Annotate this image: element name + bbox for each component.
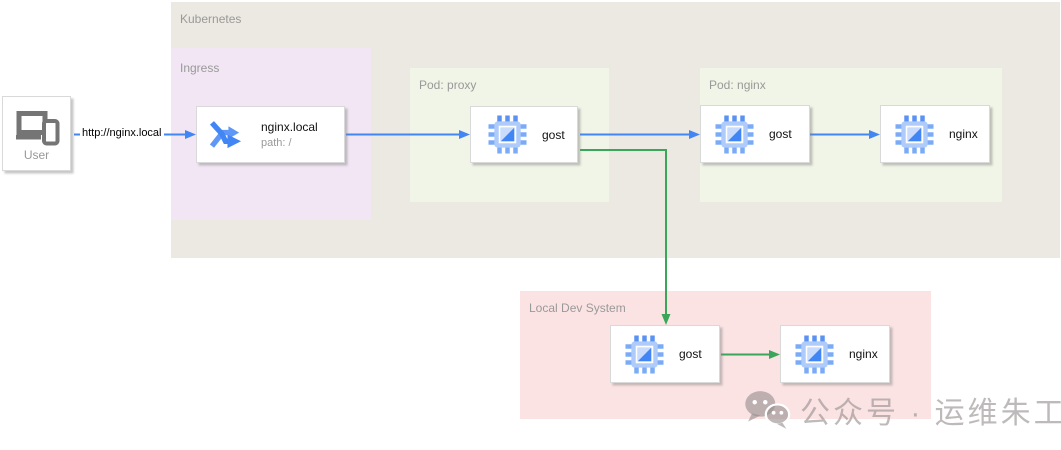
group-pod-proxy-label: Pod: proxy <box>419 78 477 92</box>
node-gost-proxy-label: gost <box>542 127 565 142</box>
chip-icon <box>625 335 664 374</box>
edge-label-http-nginx-local: http://nginx.local <box>80 127 164 139</box>
wechat-icon <box>744 390 791 430</box>
group-ingress-label: Ingress <box>180 61 220 75</box>
chip-icon <box>488 115 527 154</box>
ingress-rule-host: nginx.local <box>261 120 318 134</box>
node-user: User <box>2 96 71 171</box>
chip-icon <box>895 115 934 154</box>
watermark-text: 公众号 · 运维朱工 <box>800 397 1061 430</box>
devices-icon <box>14 110 60 146</box>
group-pod-nginx-label: Pod: nginx <box>709 78 766 92</box>
group-local-dev-label: Local Dev System <box>529 301 626 315</box>
node-gost-local: gost <box>610 325 720 383</box>
node-gost-pod-nginx: gost <box>700 105 810 163</box>
chip-icon <box>715 115 754 154</box>
node-nginx-local-label: nginx <box>849 347 878 361</box>
ingress-rule-text: nginx.local path: / <box>261 120 318 149</box>
node-ingress-rule: nginx.local path: / <box>196 106 345 163</box>
shuffle-icon <box>209 119 244 150</box>
node-gost-pod-nginx-label: gost <box>769 127 792 141</box>
watermark: 公众号 · 运维朱工 <box>744 388 1061 432</box>
node-nginx-pod-nginx-label: nginx <box>949 127 978 141</box>
group-kubernetes-label: Kubernetes <box>180 12 242 26</box>
node-gost-local-label: gost <box>679 347 702 361</box>
node-nginx-pod-nginx: nginx <box>880 105 990 163</box>
node-nginx-local: nginx <box>780 325 890 383</box>
node-gost-proxy: gost <box>470 106 578 163</box>
chip-icon <box>795 335 834 374</box>
ingress-rule-path: path: / <box>261 137 292 149</box>
node-user-label: User <box>23 148 50 162</box>
